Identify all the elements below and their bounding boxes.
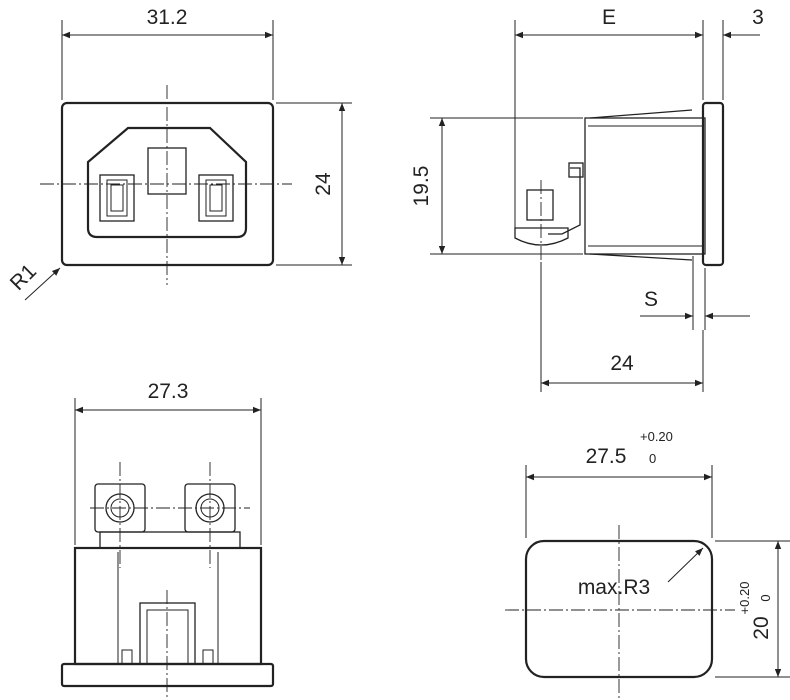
cutout-radius-label: max.R3 <box>578 576 650 599</box>
front-width-label: 31.2 <box>147 6 188 29</box>
side-flange <box>701 101 725 267</box>
side-bottom-latch <box>589 253 693 261</box>
cutout-height-tol-lower: 0 <box>758 594 773 601</box>
side-e-label: E <box>602 6 616 29</box>
front-height-label: 24 <box>312 172 335 196</box>
bottom-key-outer <box>139 602 196 665</box>
side-len-label: 24 <box>610 352 634 375</box>
front-radius-leader <box>24 267 61 301</box>
side-screw-base <box>514 227 569 246</box>
side-h-label: 19.5 <box>410 166 433 207</box>
bottom-top-rail <box>99 531 241 549</box>
bottom-width-label: 27.3 <box>148 380 189 403</box>
cutout-width-tol-upper: +0.20 <box>640 429 673 444</box>
bottom-view: 27.3 <box>60 380 275 700</box>
front-left-contact <box>99 174 135 222</box>
cutout-radius-leader <box>667 547 704 583</box>
cutout-view: 27.5 +0.20 0 20 +0.20 0 max.R3 <box>505 429 790 700</box>
front-right-contact <box>198 174 234 222</box>
side-s-label: S <box>644 288 658 311</box>
bottom-right-clip <box>202 649 214 665</box>
front-socket-outline <box>86 126 248 239</box>
side-terminal-tab <box>568 162 584 178</box>
bottom-key-inner <box>146 609 189 665</box>
side-screw-head <box>526 189 554 221</box>
cutout-height-tol-upper: +0.20 <box>737 582 752 615</box>
side-body <box>584 117 706 255</box>
front-view: 31.2 24 R1 <box>6 6 352 301</box>
cutout-height-label: 20 <box>750 616 773 639</box>
side-view: E 3 19.5 S 24 <box>410 6 764 392</box>
bottom-body <box>73 546 263 666</box>
side-terminal-bracket <box>548 167 581 235</box>
cutout-outline <box>524 539 714 679</box>
bottom-left-clip <box>121 649 133 665</box>
cutout-width-tol-lower: 0 <box>649 451 656 466</box>
side-top-latch <box>589 109 693 119</box>
side-3-label: 3 <box>752 6 764 29</box>
cutout-width-label: 27.5 <box>586 445 627 468</box>
bottom-flange <box>60 662 275 688</box>
